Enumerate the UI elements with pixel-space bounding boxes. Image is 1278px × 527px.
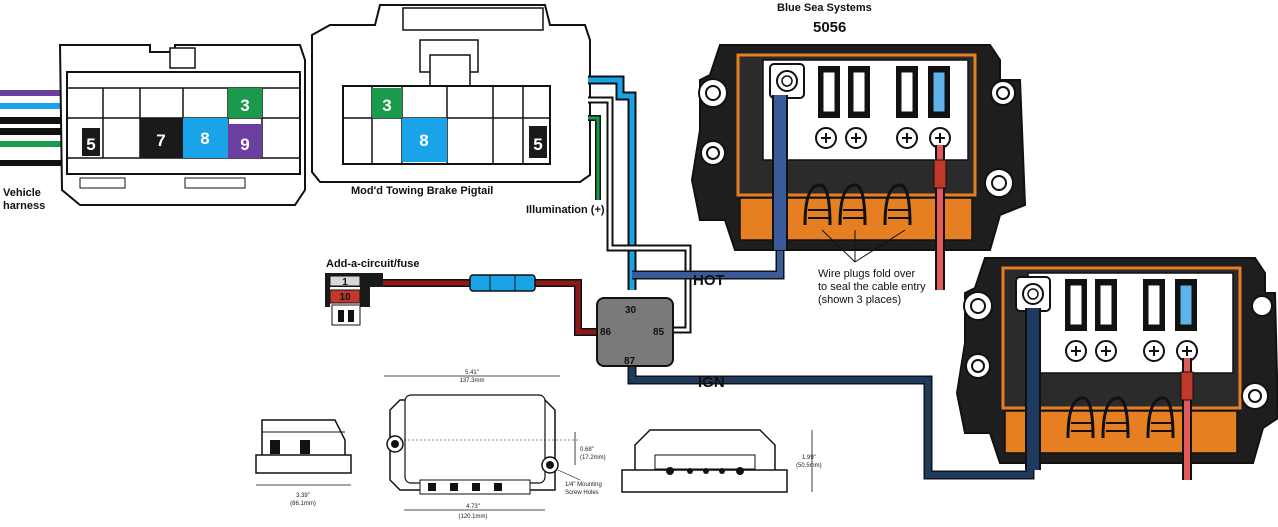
ign-label: IGN	[698, 374, 725, 391]
illumination-label: Illumination (+)	[526, 204, 605, 216]
wire-plugs-note-2: to seal the cable entry	[818, 281, 926, 293]
fuse-box-2	[955, 257, 1278, 480]
pigtail-cell-5: 5	[533, 135, 542, 154]
side-width-mm: (86.1mm)	[290, 501, 316, 507]
vehicle-harness-label-1: Vehicle	[3, 187, 41, 199]
top-view-drawing: 5.41" 137.3mm 4.73" (120.1mm) 0.68" (17.…	[384, 370, 606, 520]
vehicle-cell-9: 9	[240, 135, 249, 154]
wire-plugs-note-1: Wire plugs fold over	[818, 268, 916, 280]
pigtail-connector: 3 8 5	[311, 4, 591, 183]
relay-pin-87: 87	[624, 356, 636, 367]
relay-pin-86: 86	[600, 327, 612, 338]
wire-plug-pointers	[821, 229, 906, 263]
relay: 30 86 85 87	[596, 297, 674, 367]
fuse-bottom-value: 10	[339, 292, 351, 303]
relay-pin-30: 30	[625, 305, 637, 316]
vehicle-connector: 5 7 8 3 9	[58, 44, 306, 206]
add-a-circuit-fuse: 1 10	[325, 273, 383, 326]
height-in: 1.99"	[802, 455, 816, 461]
top-width-mm: 137.3mm	[459, 378, 484, 384]
wire-plugs-note-3: (shown 3 places)	[818, 294, 901, 306]
mounting-note-1: 1/4" Mounting	[565, 482, 602, 488]
relay-pin-85: 85	[653, 327, 665, 338]
vehicle-cell-5: 5	[86, 135, 95, 154]
vehicle-harness-wires	[0, 90, 62, 166]
pigtail-label: Mod'd Towing Brake Pigtail	[351, 185, 493, 197]
pigtail-cell-3: 3	[382, 96, 391, 115]
side-view-drawing: 3.39" (86.1mm)	[255, 419, 352, 507]
pigtail-cell-8: 8	[419, 131, 428, 150]
hot-label: HOT	[693, 272, 725, 289]
vehicle-harness-label-2: harness	[3, 200, 45, 212]
bottom-width-in: 4.73"	[466, 504, 480, 510]
top-width-in: 5.41"	[465, 370, 479, 376]
mounting-note-2: Screw Holes	[565, 490, 599, 496]
add-a-circuit-label: Add-a-circuit/fuse	[326, 258, 420, 270]
height-mm: (50.5mm)	[796, 463, 822, 469]
vehicle-cell-8: 8	[200, 129, 209, 148]
bottom-width-mm: (120.1mm)	[458, 514, 487, 520]
brand-title: Blue Sea Systems	[777, 2, 872, 14]
fuse-top-value: 1	[342, 277, 348, 288]
fuse-box-1	[690, 44, 1027, 290]
model-number: 5056	[813, 19, 846, 36]
hole-offset-in: 0.68"	[580, 447, 594, 453]
vehicle-cell-3: 3	[240, 96, 249, 115]
end-view-drawing: 1.99" (50.5mm)	[621, 429, 822, 493]
side-width-in: 3.39"	[296, 493, 310, 499]
vehicle-cell-7: 7	[156, 131, 165, 150]
hole-offset-mm: (17.2mm)	[580, 455, 606, 461]
